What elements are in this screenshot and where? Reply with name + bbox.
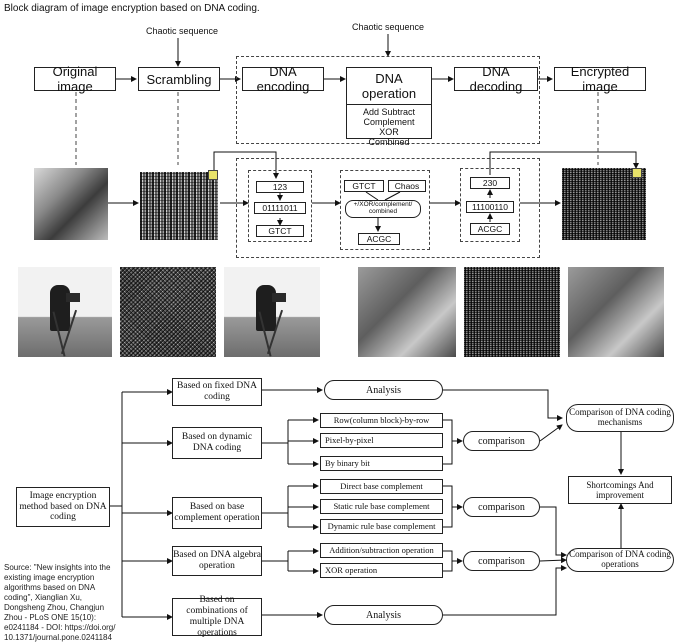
op-chaos-value: Chaos bbox=[388, 180, 426, 192]
category-algebra-operation: Based on DNA algebra operation bbox=[172, 546, 262, 576]
decoding-example-group bbox=[460, 168, 520, 242]
cameraman-encrypted-image bbox=[120, 267, 216, 357]
op-acgc-value: ACGC bbox=[358, 233, 400, 245]
op-gtct-value: GTCT bbox=[344, 180, 384, 192]
dna-operation-line-1: Add Subtract bbox=[362, 107, 416, 117]
chaotic-sequence-label-right: Chaotic sequence bbox=[352, 22, 425, 32]
original-image-box: Original image bbox=[34, 64, 116, 94]
dna-decoding-box: DNA decoding bbox=[454, 64, 538, 94]
barbara-encrypted-image bbox=[464, 267, 560, 357]
shortcomings-improvement-box: Shortcomings And improvement bbox=[568, 476, 672, 504]
dec-binary-value: 11100110 bbox=[466, 201, 514, 213]
chaotic-sequence-label-left: Chaotic sequence bbox=[146, 26, 219, 36]
cameraman-decrypted-image bbox=[224, 267, 320, 357]
category-fixed-coding: Based on fixed DNA coding bbox=[172, 378, 262, 406]
figure-title: Block diagram of image encryption based … bbox=[4, 3, 260, 14]
base-item-static: Static rule base complement bbox=[320, 499, 443, 514]
comparison-coding-mechanisms: Comparison of DNA coding mechanisms bbox=[566, 404, 674, 432]
cameraman-original-image bbox=[18, 267, 112, 357]
dna-operation-box: DNA operation Add Subtract Complement XO… bbox=[346, 67, 432, 147]
encrypted-highlight-marker bbox=[632, 168, 642, 178]
dna-encoding-box: DNA encoding bbox=[242, 64, 324, 94]
enc-binary-value: 01111011 bbox=[254, 202, 306, 214]
dynamic-item-row: Row(column block)-by-row bbox=[320, 413, 443, 428]
dna-process-dashed-region bbox=[236, 56, 540, 144]
enc-gtct-value: GTCT bbox=[256, 225, 304, 237]
dna-operation-line-2: Complement bbox=[363, 117, 415, 127]
source-citation: Source: "New insights into the existing … bbox=[4, 563, 116, 642]
dna-operation-line-3: XOR bbox=[379, 127, 399, 137]
comparison-pill-dynamic: comparison bbox=[463, 431, 540, 451]
comparison-coding-operations: Comparison of DNA coding operations bbox=[566, 548, 674, 572]
comparison-pill-base: comparison bbox=[463, 497, 540, 517]
algebra-item-addsub: Addition/subtraction operation bbox=[320, 543, 443, 558]
root-method-box: Image encryption method based on DNA cod… bbox=[16, 487, 110, 527]
algebra-item-xor: XOR operation bbox=[320, 563, 443, 578]
base-item-direct: Direct base complement bbox=[320, 479, 443, 494]
category-dynamic-coding: Based on dynamic DNA coding bbox=[172, 427, 262, 459]
scrambling-box: Scrambling bbox=[138, 67, 220, 91]
encrypted-image bbox=[562, 168, 646, 240]
scrambled-image bbox=[140, 172, 218, 240]
dna-example-dashed-region bbox=[236, 158, 540, 258]
dynamic-item-bit: By binary bit bbox=[320, 456, 443, 471]
dna-operation-title: DNA operation bbox=[347, 68, 431, 105]
barbara-decrypted-image bbox=[568, 267, 664, 357]
dynamic-item-pixel: Pixel-by-pixel bbox=[320, 433, 443, 448]
comparison-pill-algebra: comparison bbox=[463, 551, 540, 571]
operation-example-group bbox=[340, 170, 430, 250]
dec-acgc-value: ACGC bbox=[470, 223, 510, 235]
barbara-original-image bbox=[358, 267, 456, 357]
encrypted-image-box: Encrypted image bbox=[554, 64, 646, 94]
encoding-example-group bbox=[248, 170, 312, 242]
dec-value-230: 230 bbox=[470, 177, 510, 189]
base-item-dynamic: Dynamic rule base complement bbox=[320, 519, 443, 534]
enc-value-123: 123 bbox=[256, 181, 304, 193]
original-image-photo bbox=[34, 168, 108, 240]
scrambled-highlight-marker bbox=[208, 170, 218, 180]
analysis-pill-top: Analysis bbox=[324, 380, 443, 400]
analysis-pill-bottom: Analysis bbox=[324, 605, 443, 625]
category-base-complement: Based on base complement operation bbox=[172, 497, 262, 529]
dna-operation-line-4: Combined bbox=[368, 137, 410, 147]
op-type-label: +/XOR/complement/ combined bbox=[345, 200, 421, 218]
category-combinations: Based on combinations of multiple DNA op… bbox=[172, 595, 262, 638]
